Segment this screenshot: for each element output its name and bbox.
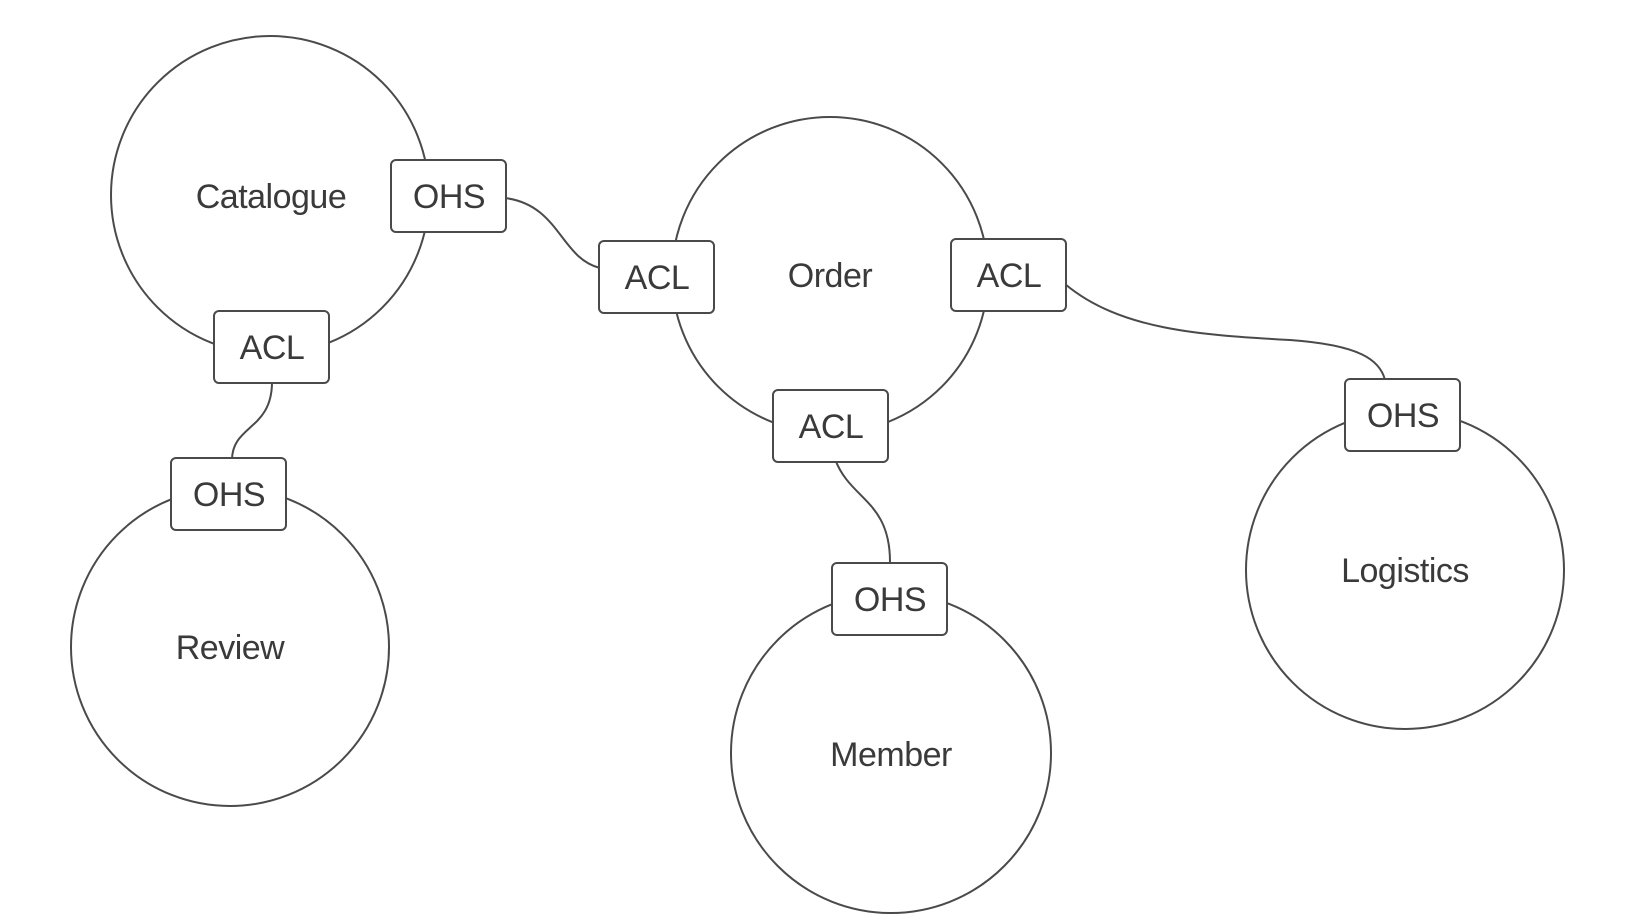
port-box-logistics-ohs bbox=[1344, 378, 1461, 452]
port-order-acl-left: ACL bbox=[598, 240, 715, 314]
port-order-acl-bottom: ACL bbox=[772, 389, 889, 463]
connections bbox=[231, 197, 1386, 563]
port-box-order-acl-right bbox=[950, 238, 1067, 312]
context-label-logistics: Logistics bbox=[1341, 552, 1469, 590]
port-label-catalogue-acl: ACL bbox=[240, 329, 305, 367]
port-catalogue-acl: ACL bbox=[213, 310, 330, 384]
context-logistics: Logistics bbox=[1245, 410, 1565, 730]
port-label-order-acl-left: ACL bbox=[625, 259, 690, 297]
port-box-catalogue-acl bbox=[213, 310, 330, 384]
port-label-member-ohs: OHS bbox=[854, 581, 926, 619]
context-review: Review bbox=[70, 487, 390, 807]
contexts: Catalogue Review Order Member Logistics bbox=[70, 35, 1565, 914]
context-member: Member bbox=[730, 592, 1052, 914]
port-label-catalogue-ohs: OHS bbox=[413, 178, 485, 216]
link-order-to-member bbox=[834, 458, 891, 563]
port-label-order-acl-right: ACL bbox=[977, 257, 1042, 295]
port-member-ohs: OHS bbox=[831, 562, 948, 636]
port-order-acl-right: ACL bbox=[950, 238, 1067, 312]
link-catalogue-to-order bbox=[504, 197, 601, 269]
port-box-order-acl-left bbox=[598, 240, 715, 314]
port-catalogue-ohs: OHS bbox=[390, 159, 507, 233]
context-label-review: Review bbox=[176, 629, 285, 667]
port-logistics-ohs: OHS bbox=[1344, 378, 1461, 452]
context-label-member: Member bbox=[830, 736, 952, 774]
port-label-order-acl-bottom: ACL bbox=[799, 408, 864, 446]
port-box-member-ohs bbox=[831, 562, 948, 636]
port-box-catalogue-ohs bbox=[390, 159, 507, 233]
link-order-to-logistics bbox=[1064, 283, 1386, 381]
link-catalogue-to-review bbox=[231, 381, 273, 461]
context-catalogue: Catalogue bbox=[110, 35, 430, 355]
context-label-order: Order bbox=[788, 257, 873, 295]
port-label-review-ohs: OHS bbox=[193, 476, 265, 514]
port-label-logistics-ohs: OHS bbox=[1367, 397, 1439, 435]
context-order: Order bbox=[671, 116, 989, 434]
port-box-review-ohs bbox=[170, 457, 287, 531]
ports: OHS ACL OHS ACL ACL ACL OHS OHS bbox=[170, 159, 1461, 636]
port-box-order-acl-bottom bbox=[772, 389, 889, 463]
context-label-catalogue: Catalogue bbox=[196, 178, 347, 216]
port-review-ohs: OHS bbox=[170, 457, 287, 531]
